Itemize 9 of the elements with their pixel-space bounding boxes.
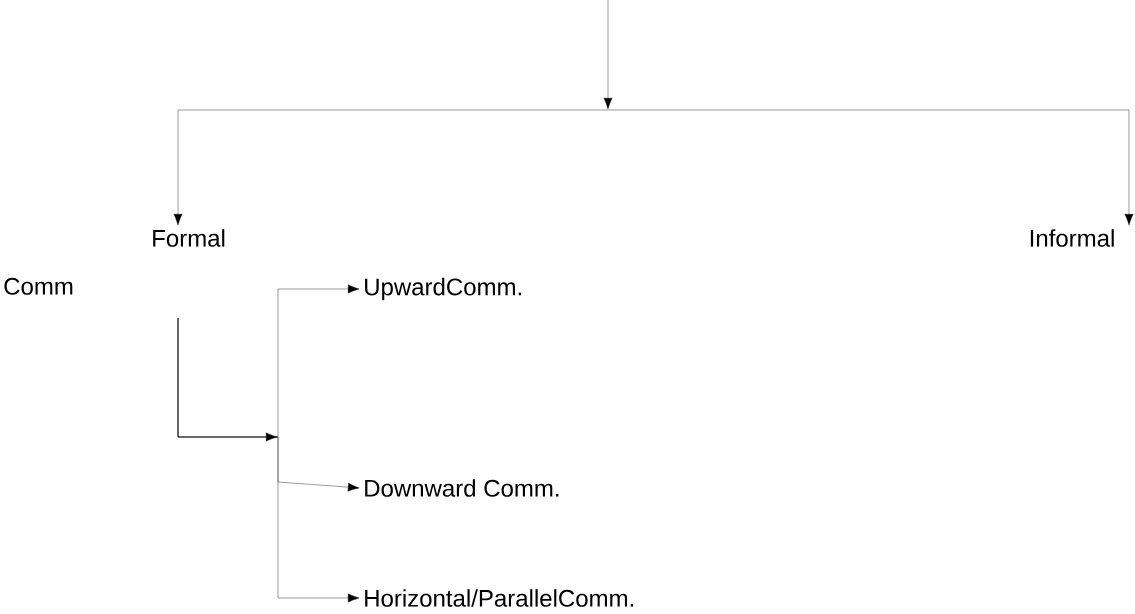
node-label: Downward Comm. bbox=[365, 479, 559, 497]
arrow bbox=[607, 109, 1134, 226]
node-label: UpwardComm. bbox=[365, 277, 521, 301]
node-label: Horizontal/ParallelComm. bbox=[365, 589, 634, 607]
node-label: Informal bbox=[1030, 229, 1114, 247]
arrow bbox=[177, 317, 360, 603]
arrow bbox=[603, 0, 613, 110]
arrow bbox=[173, 109, 609, 226]
node-label: Formal Comm bbox=[4, 229, 225, 295]
